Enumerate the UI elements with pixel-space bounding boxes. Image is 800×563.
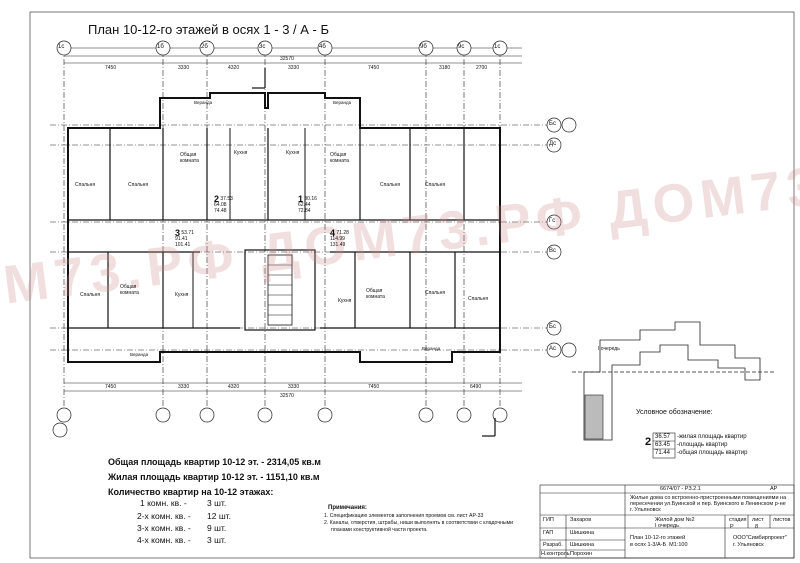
room-label: Общая комната (330, 152, 349, 164)
legend-value: 36.57 (655, 434, 671, 440)
dimension: 32570 (280, 393, 294, 399)
room-label: Кухня (338, 298, 352, 304)
qty-label: 3-х комн. кв. - (137, 523, 191, 533)
axis-label: Гс (549, 218, 556, 224)
axis-label: 2б (201, 44, 208, 50)
room-label: Кухня (175, 292, 189, 298)
note-item: 1. Спецификацию элементов заполнения про… (324, 513, 484, 519)
col-stage: стадия (729, 517, 747, 523)
axis-label: 9б (420, 44, 427, 50)
dimension: 3330 (288, 384, 300, 390)
key-plan-label: I очередь (598, 346, 620, 352)
dimension: 6490 (470, 384, 482, 390)
note-item: 2. Каналы, отверстия, штрабы, ниши выпол… (324, 520, 514, 526)
doc-code: 6674/07 - РЗ.2.1 (660, 486, 701, 492)
dimension: 3330 (288, 65, 300, 71)
legend-heading: Условное обозначение: (636, 409, 713, 416)
room-label: Спальня (425, 290, 446, 296)
room-label: Спальня (425, 182, 446, 188)
stage-value: Р (730, 524, 734, 530)
room-label: Спальня (75, 182, 96, 188)
room-label: Веранда (333, 100, 352, 105)
note-item: планами конструктивной части проекта. (331, 527, 428, 533)
dimension: 7450 (105, 384, 117, 390)
col-sheets: листов (773, 517, 791, 523)
apartment-summary: 3 53.71 91.41 101.41 (175, 228, 194, 249)
room-label: Общая комната (366, 288, 385, 300)
project-name: Жилые дома со встроенно-пристроенными по… (630, 495, 787, 513)
qty-value: 3 шт. (207, 535, 227, 545)
role-gap: ГАП (543, 530, 554, 536)
axis-label: 1с (58, 44, 65, 50)
room-label: Веранда (194, 100, 213, 105)
legend-text: -площадь квартир (677, 442, 728, 448)
axis-label: 3с (259, 44, 266, 50)
name-designer: Шишкина (570, 542, 595, 548)
room-label: Общая комната (180, 152, 199, 164)
living-area: Жилая площадь квартир 10-12 эт. - 1151,1… (108, 472, 320, 482)
apartment-summary: 2 37.53 64.08 74.48 (214, 194, 233, 215)
dimension: 4320 (228, 384, 240, 390)
room-label: Веранда (422, 346, 441, 351)
qty-value: 12 шт. (207, 511, 231, 521)
legend-text: -общая площадь квартир (677, 450, 748, 456)
axis-label: Дс (549, 141, 557, 147)
room-label: Спальня (80, 292, 101, 298)
dimension: 2700 (476, 65, 488, 71)
dimension: 7450 (368, 384, 380, 390)
axis-label: Вс (549, 248, 557, 254)
qty-value: 3 шт. (207, 498, 227, 508)
dimension: 3330 (178, 384, 190, 390)
dimension: 7450 (105, 65, 117, 71)
legend-value: 63.45 (655, 442, 671, 448)
room-label: Спальня (468, 296, 489, 302)
axis-label: 9с (458, 44, 465, 50)
role-gip: ГИП (543, 517, 554, 523)
axis-label: Бс (549, 324, 556, 330)
doc-mark: АР (770, 486, 778, 492)
legend-value: 71.44 (655, 450, 671, 456)
legend-text: -жилая площадь квартир (677, 434, 747, 440)
drawing-name: План 10-12-го этажей в осях 1-3/А-Б М1:1… (630, 535, 688, 548)
axis-label: Бс (549, 121, 556, 127)
col-sheet: лист (752, 517, 764, 523)
name-gap: Шишкина (570, 530, 595, 536)
qty-label: 2-х комн. кв. - (137, 511, 191, 521)
qty-value: 9 шт. (207, 523, 227, 533)
dimension: 3330 (178, 65, 190, 71)
room-label: Общая комната (120, 284, 139, 296)
name-gip: Захаров (570, 517, 592, 523)
qty-label: 4-х комн. кв. - (137, 535, 191, 545)
apartment-summary: 4 71.28 114.99 131.49 (330, 228, 349, 249)
role-control: Н.контроль (541, 551, 570, 557)
room-label: Веранда (130, 352, 149, 357)
room-label: Кухня (234, 150, 248, 156)
axis-label: 1с (494, 44, 501, 50)
qty-label: 1 комн. кв. - (140, 498, 187, 508)
dimension: 3180 (439, 65, 451, 71)
room-label: Спальня (128, 182, 149, 188)
company-name: ООО"Симбирпроект" г. Ульяновск (733, 535, 787, 548)
dimension: 7450 (368, 65, 380, 71)
notes-heading: Примечания: (328, 505, 367, 511)
axis-label: 4б (319, 44, 326, 50)
apartment-count-heading: Количество квартир на 10-12 этажах: (108, 487, 274, 497)
total-area: Общая площадь квартир 10-12 эт. - 2314,0… (108, 457, 321, 467)
room-label: Спальня (380, 182, 401, 188)
apartment-summary: 1 30.16 62.44 72.84 (298, 194, 317, 215)
plan-title: План 10-12-го этажей в осях 1 - 3 / А - … (88, 22, 330, 37)
axis-label: 1б (157, 44, 164, 50)
name-control: Порохин (570, 551, 592, 557)
role-designer: Разраб. (543, 542, 563, 548)
axis-label: Ас (549, 346, 557, 352)
dimension: 32570 (280, 56, 294, 62)
building-name: Жилой дом №2 I очередь (655, 517, 695, 529)
dimension: 4320 (228, 65, 240, 71)
room-label: Кухня (286, 150, 300, 156)
legend-apartment-number: 2 (645, 436, 652, 448)
sheet-value: 8 (755, 524, 759, 530)
